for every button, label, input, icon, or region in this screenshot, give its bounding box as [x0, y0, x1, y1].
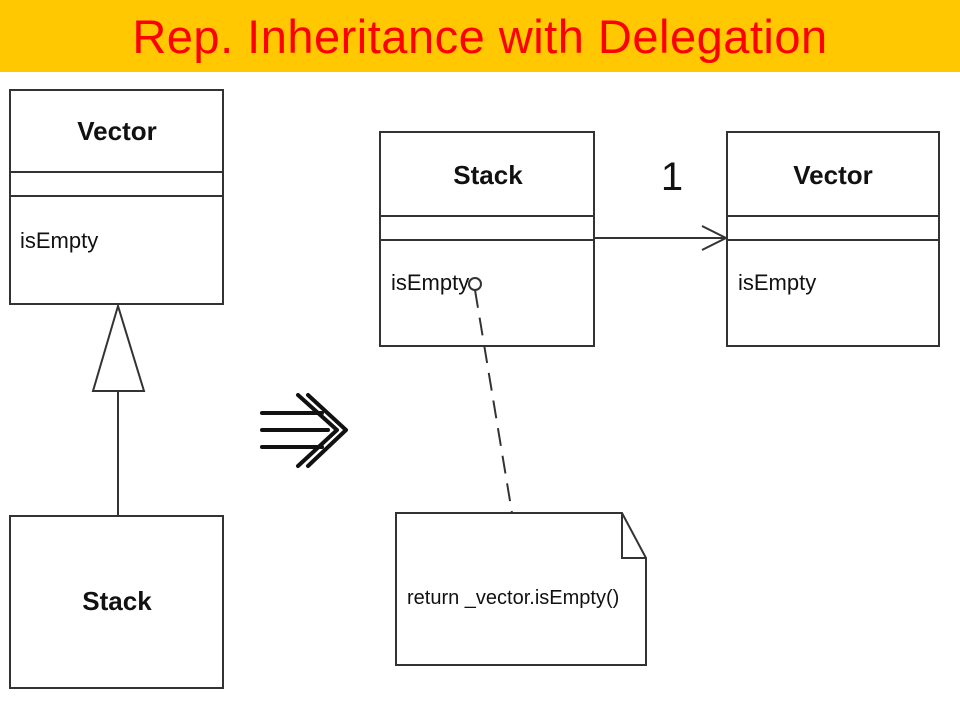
generalization-triangle — [91, 302, 146, 392]
right-stack-name: Stack — [453, 160, 523, 190]
slide-title: Rep. Inheritance with Delegation — [132, 9, 828, 63]
right-stack-class: Stack isEmpty — [379, 131, 595, 347]
right-vector-operation: isEmpty — [738, 270, 816, 295]
right-vector-name: Vector — [793, 160, 873, 190]
left-stack-class: Stack — [9, 515, 224, 689]
right-vector-class: Vector isEmpty — [726, 131, 940, 347]
association-multiplicity: 1 — [661, 155, 683, 199]
left-stack-box — [9, 515, 224, 689]
note-text: return _vector.isEmpty() — [407, 587, 619, 609]
left-vector-name: Vector — [77, 116, 157, 146]
generalization-arrow — [91, 302, 146, 516]
note: return _vector.isEmpty() — [395, 512, 647, 666]
left-vector-operation: isEmpty — [20, 228, 98, 253]
right-stack-operation: isEmpty — [391, 270, 469, 295]
triple-right-arrow-icon — [260, 393, 348, 468]
association-arrow: 1 — [594, 155, 729, 251]
note-fold — [621, 513, 646, 559]
left-vector-class: Vector isEmpty — [9, 89, 224, 305]
title-bar: Rep. Inheritance with Delegation — [0, 0, 960, 72]
note-anchor-circle — [468, 277, 482, 291]
note-shape — [395, 512, 647, 666]
left-stack-name: Stack — [82, 586, 152, 616]
note-connector — [474, 289, 513, 514]
